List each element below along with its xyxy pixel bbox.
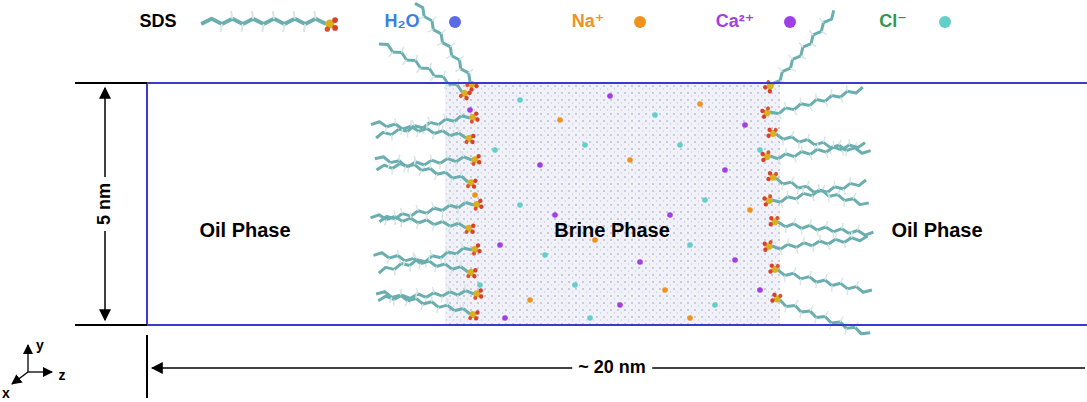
axis-label: y: [36, 338, 44, 353]
phase-label: Brine Phase: [554, 219, 670, 241]
legend-swatch: [634, 16, 646, 28]
dimension-tick: [75, 324, 147, 326]
ions: [467, 93, 763, 321]
legend-text: Ca²⁺: [716, 12, 755, 32]
dimension-tick: [146, 335, 148, 398]
axis-label: z: [59, 368, 66, 383]
legend-swatch: [939, 16, 951, 28]
phase-label: Oil Phase: [891, 219, 982, 241]
axis-label: x: [2, 386, 10, 401]
brine-region: [445, 84, 780, 324]
sds-sample: [201, 11, 338, 32]
legend-swatch: [784, 16, 796, 28]
legend-text: H₂O: [385, 12, 420, 32]
axes: [12, 345, 52, 384]
legend-text: Na⁺: [572, 12, 605, 32]
dimension-label: 5 nm: [93, 177, 117, 231]
phase-label: Oil Phase: [199, 219, 290, 241]
sds-left-interface: [370, 0, 484, 322]
simulation-box: [147, 83, 1087, 325]
sds-right-interface: [760, 7, 875, 343]
dimension-tick: [75, 82, 147, 84]
legend-text: Cl⁻: [879, 12, 907, 32]
dimension-label: ~ 20 nm: [572, 356, 652, 380]
legend-text: SDS: [139, 12, 176, 32]
legend-swatch: [449, 16, 461, 28]
